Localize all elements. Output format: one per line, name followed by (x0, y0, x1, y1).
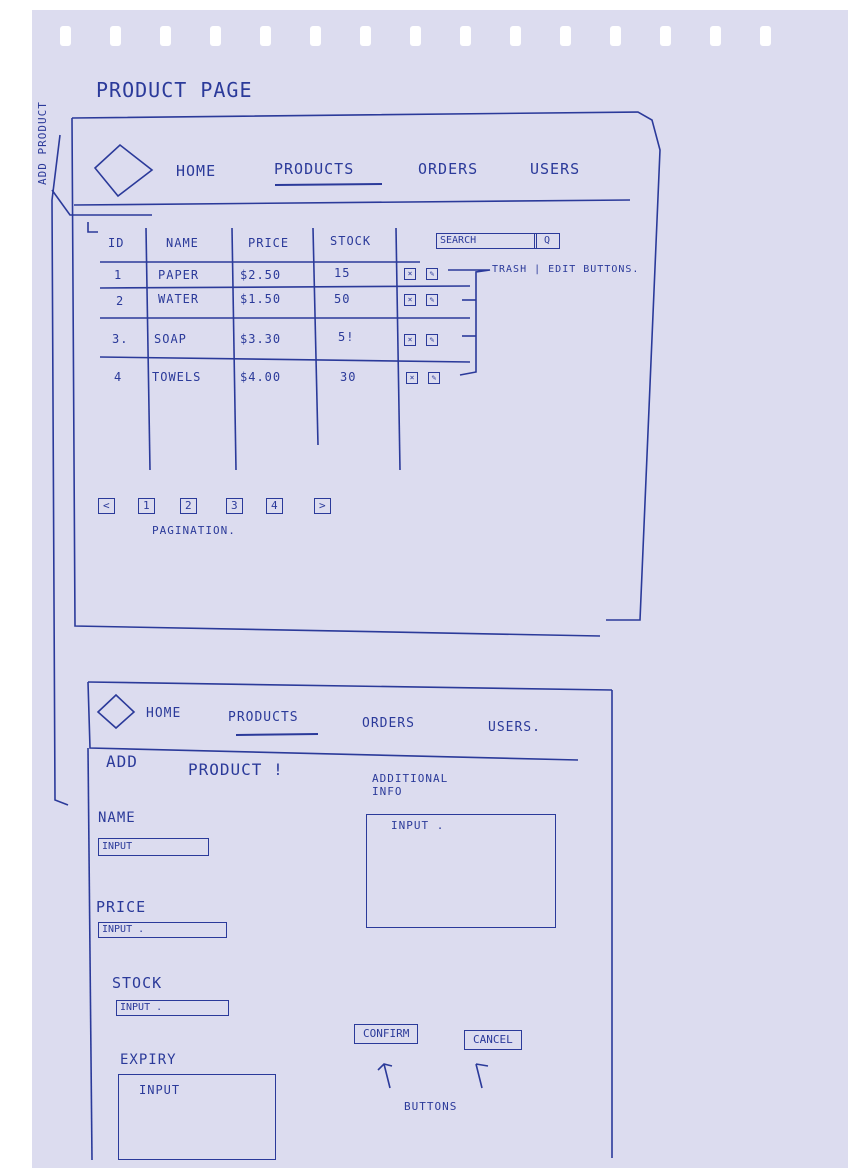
cell-id: 3. (112, 332, 129, 346)
nav-home[interactable]: HOME (146, 706, 182, 721)
add-title-add: ADD (106, 752, 138, 771)
nav-users[interactable]: USERS (530, 160, 581, 178)
add-frame-top (87, 681, 613, 691)
spiral-hole (660, 26, 671, 46)
cell-id: 2 (116, 294, 125, 308)
spiral-hole (210, 26, 221, 46)
additional-info-label: ADDITIONAL INFO (372, 772, 449, 798)
cell-stock: 5! (338, 330, 355, 344)
pagination-next[interactable]: > (314, 498, 331, 514)
spiral-hole (510, 26, 521, 46)
pagination-page[interactable]: 2 (180, 498, 197, 514)
nav-users[interactable]: USERS. (488, 720, 541, 735)
trash-icon[interactable]: × (404, 294, 416, 306)
nav-orders[interactable]: ORDERS (418, 160, 479, 178)
name-label: NAME (98, 810, 136, 826)
notebook-page (32, 10, 848, 1168)
pagination-page[interactable]: 4 (266, 498, 283, 514)
cell-name: WATER (158, 292, 200, 306)
cell-name: SOAP (154, 332, 187, 346)
spiral-hole (360, 26, 371, 46)
cell-id: 4 (114, 370, 123, 384)
input-placeholder: INPUT . (391, 819, 445, 832)
stock-input[interactable]: INPUT . (116, 1000, 229, 1016)
spiral-hole (160, 26, 171, 46)
trash-icon[interactable]: × (404, 268, 416, 280)
cell-stock: 50 (334, 292, 351, 306)
buttons-note: BUTTONS (404, 1100, 458, 1113)
col-header-id: ID (108, 236, 125, 250)
pagination-label: PAGINATION. (152, 524, 236, 537)
logo-shape (93, 143, 154, 198)
expiry-input[interactable]: INPUT (118, 1074, 276, 1160)
col-header-stock: STOCK (330, 234, 372, 248)
search-icon[interactable]: Q (534, 233, 560, 249)
cell-price: $1.50 (240, 292, 282, 306)
price-input[interactable]: INPUT . (98, 922, 227, 938)
cell-price: $4.00 (240, 370, 282, 384)
trash-icon[interactable]: × (404, 334, 416, 346)
buttons-annotation: TRASH | EDIT BUTTONS. (492, 264, 640, 275)
edit-icon[interactable]: ✎ (428, 372, 440, 384)
sketch-title: PRODUCT PAGE (96, 78, 253, 102)
nav-orders[interactable]: ORDERS (362, 716, 415, 731)
search-input[interactable]: SEARCH (436, 233, 537, 249)
edit-icon[interactable]: ✎ (426, 268, 438, 280)
expiry-label: EXPIRY (120, 1052, 177, 1068)
nav-home[interactable]: HOME (176, 162, 217, 180)
price-label: PRICE (96, 898, 147, 916)
spiral-hole (610, 26, 621, 46)
confirm-button[interactable]: CONFIRM (354, 1024, 419, 1044)
spiral-hole (310, 26, 321, 46)
spiral-hole (760, 26, 771, 46)
additional-info-input[interactable]: INPUT . (366, 814, 556, 928)
cell-stock: 30 (340, 370, 357, 384)
cell-name: PAPER (158, 268, 200, 282)
add-product-arrow (51, 134, 69, 806)
spiral-hole (110, 26, 121, 46)
col-header-price: PRICE (248, 236, 290, 250)
spiral-hole (410, 26, 421, 46)
add-title-product: PRODUCT ! (188, 760, 284, 779)
edit-icon[interactable]: ✎ (426, 334, 438, 346)
pagination-page[interactable]: 3 (226, 498, 243, 514)
list-frame (71, 111, 661, 621)
nav-products[interactable]: PRODUCTS (228, 710, 299, 725)
spiral-hole (460, 26, 471, 46)
spiral-hole (260, 26, 271, 46)
pagination-prev[interactable]: < (98, 498, 115, 514)
cancel-button[interactable]: CANCEL (464, 1030, 522, 1050)
spiral-hole (710, 26, 721, 46)
name-input[interactable]: INPUT (98, 838, 209, 856)
spiral-hole (60, 26, 71, 46)
pagination-page[interactable]: 1 (138, 498, 155, 514)
nav-products[interactable]: PRODUCTS (274, 160, 355, 178)
nav-divider (73, 199, 631, 206)
cell-id: 1 (114, 268, 123, 282)
cell-stock: 15 (334, 266, 351, 280)
products-underline (274, 183, 383, 186)
cell-price: $2.50 (240, 268, 282, 282)
stock-label: STOCK (112, 974, 163, 992)
col-header-name: NAME (166, 236, 199, 250)
list-frame-left (71, 117, 601, 637)
cell-name: TOWELS (152, 370, 202, 384)
logo-shape-2 (96, 693, 136, 730)
side-note: ADD PRODUCT (36, 101, 49, 185)
spiral-hole (560, 26, 571, 46)
edit-icon[interactable]: ✎ (426, 294, 438, 306)
input-placeholder: INPUT (139, 1083, 181, 1097)
trash-icon[interactable]: × (406, 372, 418, 384)
cell-price: $3.30 (240, 332, 282, 346)
